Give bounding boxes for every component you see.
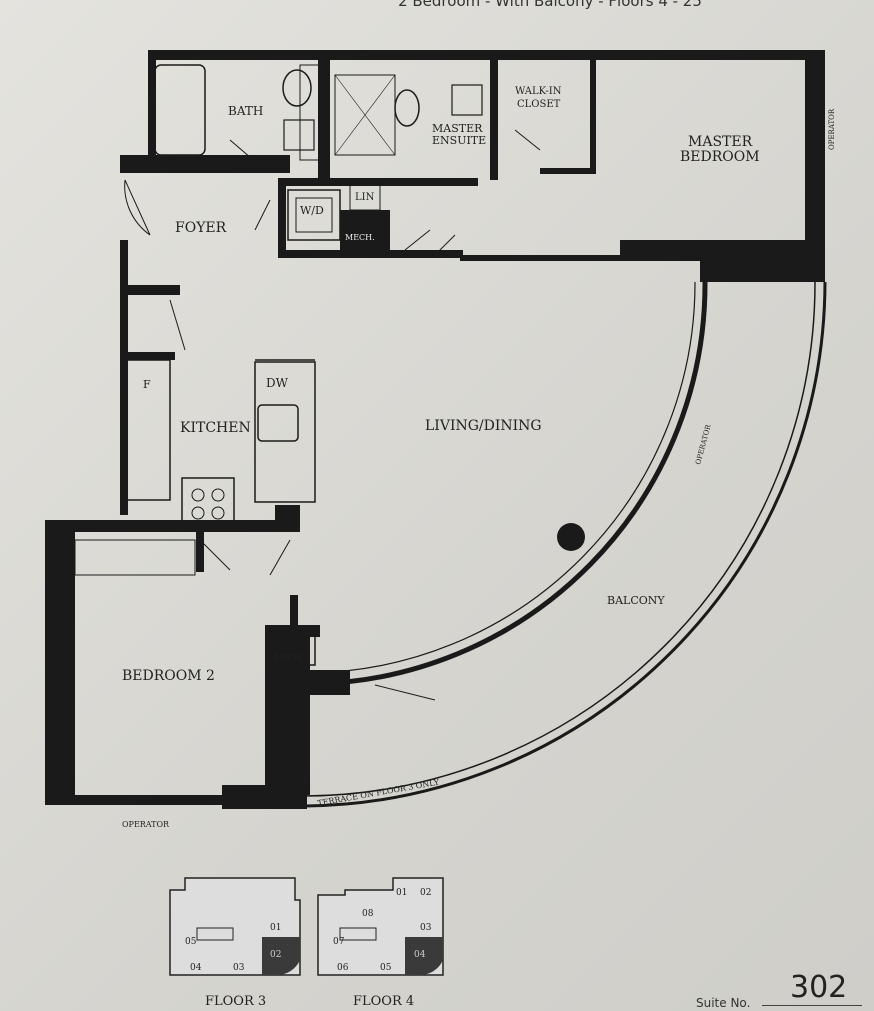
unit-08: 08 bbox=[362, 909, 374, 919]
label-operator-1: OPERATOR bbox=[828, 108, 836, 150]
label-fridge: F bbox=[143, 378, 151, 391]
label-master-2: BEDROOM bbox=[680, 149, 760, 165]
label-ensuite-2: ENSUITE bbox=[432, 134, 486, 147]
unit-04: 04 bbox=[190, 963, 202, 973]
label-foyer: FOYER bbox=[175, 220, 227, 236]
plan-title: 2 Bedroom - With Balcony - Floors 4 - 25 bbox=[398, 0, 702, 10]
unit-05: 05 bbox=[380, 963, 392, 973]
label-mech-2: MECH. bbox=[274, 653, 304, 662]
label-balcony: BALCONY bbox=[607, 594, 665, 607]
key-plan-label: FLOOR 4 bbox=[353, 994, 414, 1009]
label-operator-2: OPERATOR bbox=[694, 423, 713, 466]
living-window-arc bbox=[309, 281, 708, 687]
label-living-dining: LIVING/DINING bbox=[425, 418, 542, 434]
unit-07: 07 bbox=[333, 937, 345, 947]
label-mech-1: MECH. bbox=[345, 233, 375, 242]
unit-01: 01 bbox=[270, 923, 281, 933]
suite-label: Suite No. bbox=[696, 996, 751, 1010]
key-plan-label: FLOOR 3 bbox=[205, 994, 266, 1009]
column bbox=[557, 523, 585, 551]
key-plan-floor-3: 01 02 03 04 05 FLOOR 3 bbox=[169, 877, 301, 1009]
suite-line bbox=[762, 1005, 862, 1006]
label-wd: W/D bbox=[300, 204, 324, 217]
suite-number: 302 bbox=[790, 970, 848, 1005]
label-operator-3: OPERATOR bbox=[122, 820, 170, 829]
unit-05: 05 bbox=[185, 937, 197, 947]
walls bbox=[45, 50, 825, 809]
unit-03: 03 bbox=[233, 963, 245, 973]
balcony-outer-edge bbox=[304, 281, 827, 808]
key-plan-floor-4: 01 02 03 04 05 06 07 08 FLOOR 4 bbox=[317, 877, 444, 1009]
unit-02: 02 bbox=[270, 950, 281, 960]
label-ensuite-1: MASTER bbox=[432, 122, 483, 135]
label-walk-in-2: CLOSET bbox=[517, 99, 561, 110]
unit-01: 01 bbox=[396, 888, 407, 898]
label-kitchen: KITCHEN bbox=[180, 420, 251, 436]
unit-06: 06 bbox=[337, 963, 349, 973]
unit-03: 03 bbox=[420, 923, 432, 933]
label-walk-in-1: WALK-IN bbox=[515, 86, 562, 97]
label-dw: DW bbox=[266, 376, 289, 390]
label-lin: LIN bbox=[355, 192, 375, 203]
unit-02: 02 bbox=[420, 888, 431, 898]
label-master-1: MASTER bbox=[688, 134, 753, 150]
label-bath: BATH bbox=[228, 104, 263, 118]
label-bedroom-2: BEDROOM 2 bbox=[122, 668, 215, 684]
unit-04: 04 bbox=[414, 950, 426, 960]
